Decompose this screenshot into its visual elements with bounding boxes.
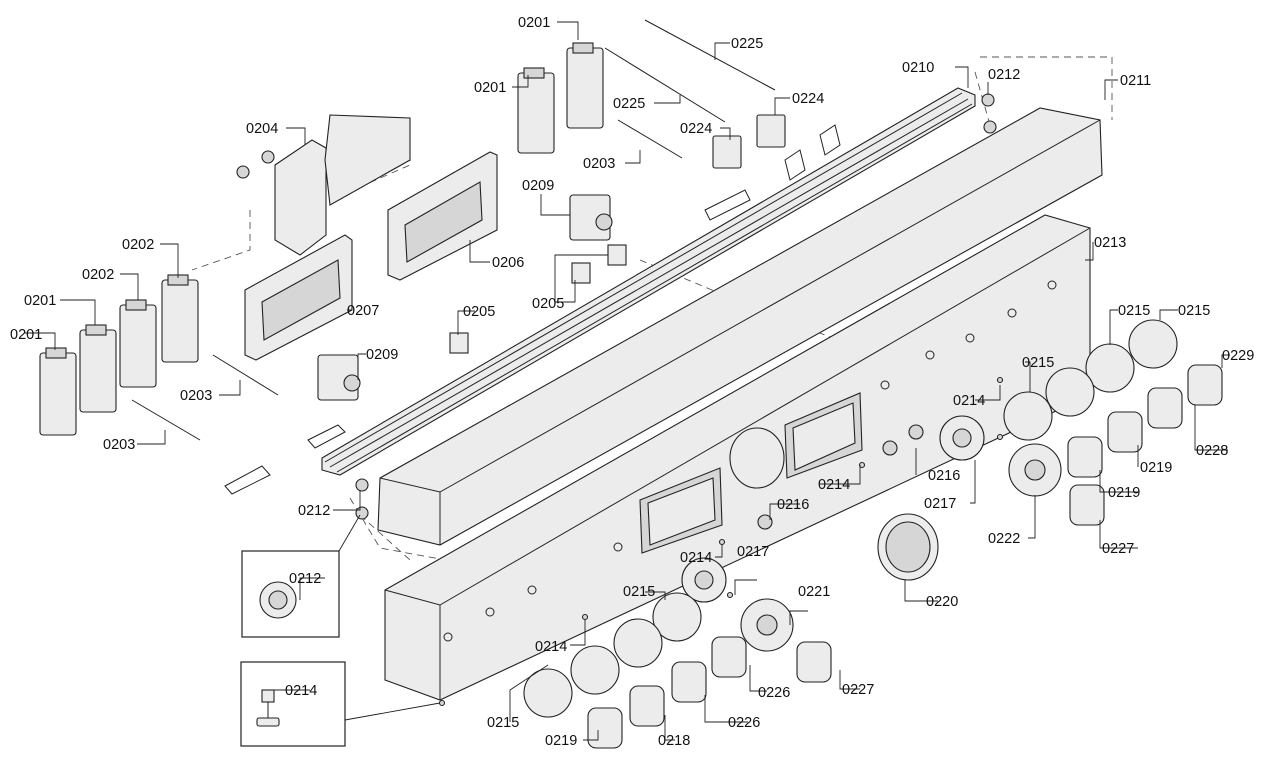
callout-0227: 0227 bbox=[1102, 541, 1134, 557]
callout-0206: 0206 bbox=[492, 255, 524, 271]
callout-0212: 0212 bbox=[289, 571, 321, 587]
callout-0204: 0204 bbox=[246, 121, 278, 137]
callout-0214: 0214 bbox=[535, 639, 567, 655]
callout-0205: 0205 bbox=[532, 296, 564, 312]
callout-0229: 0229 bbox=[1222, 348, 1254, 364]
nuts-and-spacers bbox=[236, 93, 997, 530]
callout-0226: 0226 bbox=[758, 685, 790, 701]
callout-0201: 0201 bbox=[474, 80, 506, 96]
callout-0203: 0203 bbox=[103, 437, 135, 453]
callout-0209: 0209 bbox=[366, 347, 398, 363]
callout-0222: 0222 bbox=[988, 531, 1020, 547]
callout-0221: 0221 bbox=[798, 584, 830, 600]
callout-0216: 0216 bbox=[928, 468, 960, 484]
callout-0201: 0201 bbox=[518, 15, 550, 31]
screws bbox=[438, 376, 1004, 707]
callout-0215: 0215 bbox=[1118, 303, 1150, 319]
detail-box-screw bbox=[240, 661, 441, 747]
clips bbox=[224, 124, 841, 495]
rotary-switches bbox=[317, 114, 786, 401]
callout-0203: 0203 bbox=[180, 388, 212, 404]
callout-0211: 0211 bbox=[1120, 73, 1151, 89]
callout-0228: 0228 bbox=[1196, 443, 1228, 459]
callout-0205: 0205 bbox=[463, 304, 495, 320]
callout-0202: 0202 bbox=[122, 237, 154, 253]
callout-0203: 0203 bbox=[583, 156, 615, 172]
callout-0217: 0217 bbox=[737, 544, 769, 560]
callout-0215: 0215 bbox=[1022, 355, 1054, 371]
callout-0227: 0227 bbox=[842, 682, 874, 698]
callout-0225: 0225 bbox=[731, 36, 763, 52]
upper-housing-0211 bbox=[377, 107, 1103, 546]
callout-0209: 0209 bbox=[522, 178, 554, 194]
callout-0215: 0215 bbox=[487, 715, 519, 731]
callout-0226: 0226 bbox=[728, 715, 760, 731]
leader-lines bbox=[25, 21, 1230, 741]
callout-0214: 0214 bbox=[953, 393, 985, 409]
callout-0214: 0214 bbox=[285, 683, 317, 699]
callout-0201: 0201 bbox=[10, 327, 42, 343]
callout-0217: 0217 bbox=[924, 496, 956, 512]
callout-0210: 0210 bbox=[902, 60, 934, 76]
callout-0212: 0212 bbox=[298, 503, 330, 519]
small-switches bbox=[449, 244, 627, 354]
rods bbox=[131, 19, 776, 441]
callout-0212: 0212 bbox=[988, 67, 1020, 83]
control-knobs bbox=[587, 364, 1223, 749]
detail-box-nut bbox=[241, 514, 361, 638]
trim-strip-0210 bbox=[321, 87, 976, 476]
callout-labels: 0201 0201 0225 0210 0212 0211 0225 0224 … bbox=[10, 15, 1254, 749]
callout-0219: 0219 bbox=[545, 733, 577, 749]
callout-0219: 0219 bbox=[1140, 460, 1172, 476]
callout-0207: 0207 bbox=[347, 303, 379, 319]
callout-0219: 0219 bbox=[1108, 485, 1140, 501]
callout-0216: 0216 bbox=[777, 497, 809, 513]
callout-0214: 0214 bbox=[818, 477, 850, 493]
bezels-and-dials bbox=[681, 415, 1062, 652]
callout-0213: 0213 bbox=[1094, 235, 1126, 251]
brackets bbox=[244, 114, 498, 361]
callout-0224: 0224 bbox=[792, 91, 824, 107]
callout-0218: 0218 bbox=[658, 733, 690, 749]
callout-0215: 0215 bbox=[1178, 303, 1210, 319]
callout-0215: 0215 bbox=[623, 584, 655, 600]
knob-rings bbox=[523, 319, 1178, 718]
callout-0201: 0201 bbox=[24, 293, 56, 309]
callout-0214: 0214 bbox=[680, 550, 712, 566]
callout-0220: 0220 bbox=[926, 594, 958, 610]
callout-0224: 0224 bbox=[680, 121, 712, 137]
callout-0225: 0225 bbox=[613, 96, 645, 112]
timer-modules bbox=[39, 42, 604, 436]
callout-0202: 0202 bbox=[82, 267, 114, 283]
